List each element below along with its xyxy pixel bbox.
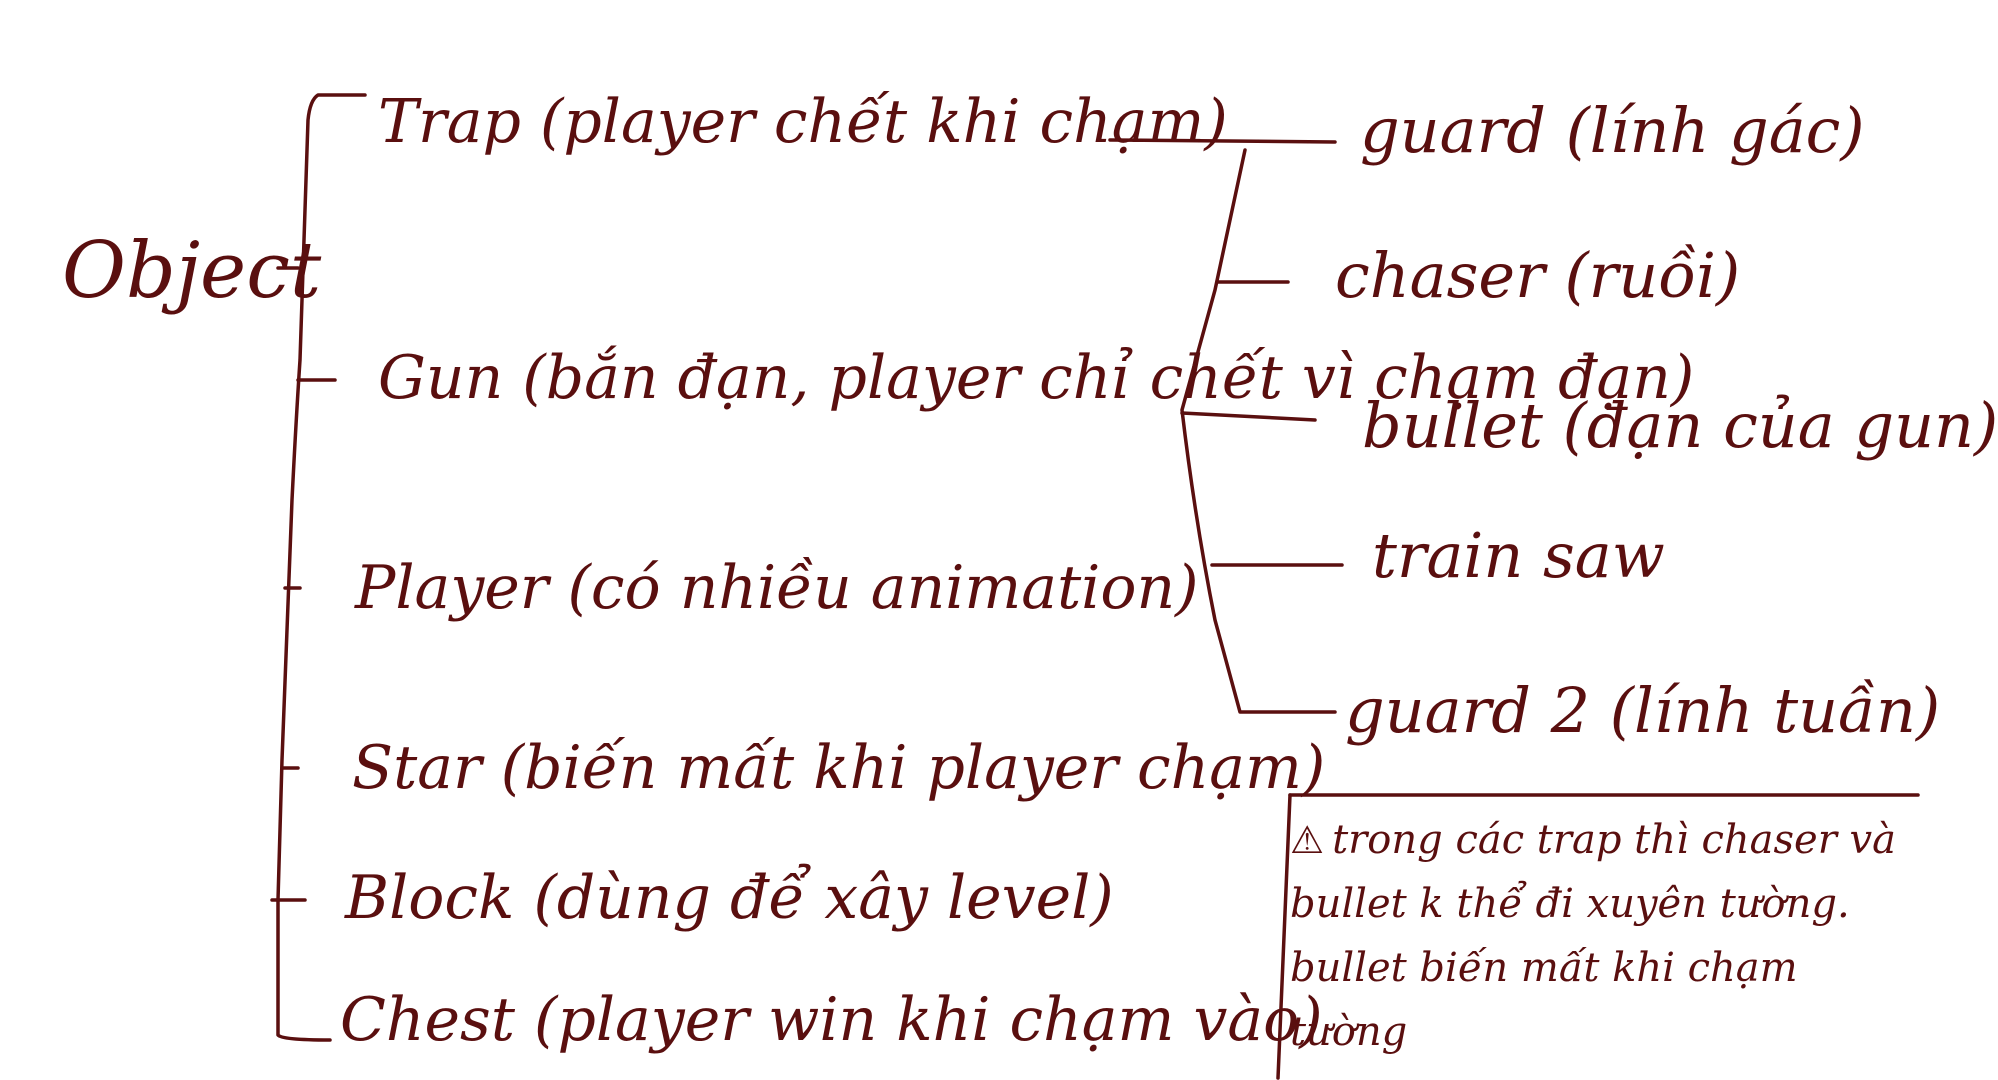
- main-bracket: [276, 93, 367, 1042]
- node-block: Block (dùng để xây level): [345, 863, 1114, 933]
- node-player: Player (có nhiều animation): [355, 553, 1199, 623]
- node-bullet: bullet (đạn của gun): [1362, 389, 1998, 462]
- node-star: Star (biến mất khi player chạm): [352, 733, 1326, 803]
- node-guard2: guard 2 (lính tuần): [1345, 674, 1941, 747]
- branch-bullet: [1180, 411, 1317, 422]
- note-text: trong các trap thì chaser và bullet k th…: [1290, 817, 1897, 1055]
- note-box-side: [1276, 793, 1292, 1080]
- node-guard: guard (lính gác): [1360, 94, 1865, 167]
- diagram-connectors: [270, 93, 1920, 1080]
- node-chaser: chaser (ruồi): [1335, 239, 1741, 312]
- root-node: Object: [62, 226, 322, 316]
- trap-link: [1108, 138, 1337, 144]
- trap-bracket: [1180, 148, 1337, 714]
- node-trainsaw: train saw: [1372, 519, 1665, 592]
- node-gun: Gun (bắn đạn, player chỉ chết vì chạm đạ…: [378, 343, 1695, 413]
- note-box: ⚠trong các trap thì chaser và bullet k t…: [1290, 808, 1910, 1064]
- node-trap: Trap (player chết khi chạm): [378, 87, 1228, 157]
- warning-icon: ⚠: [1290, 818, 1325, 862]
- node-chest: Chest (player win khi chạm vào): [340, 985, 1323, 1055]
